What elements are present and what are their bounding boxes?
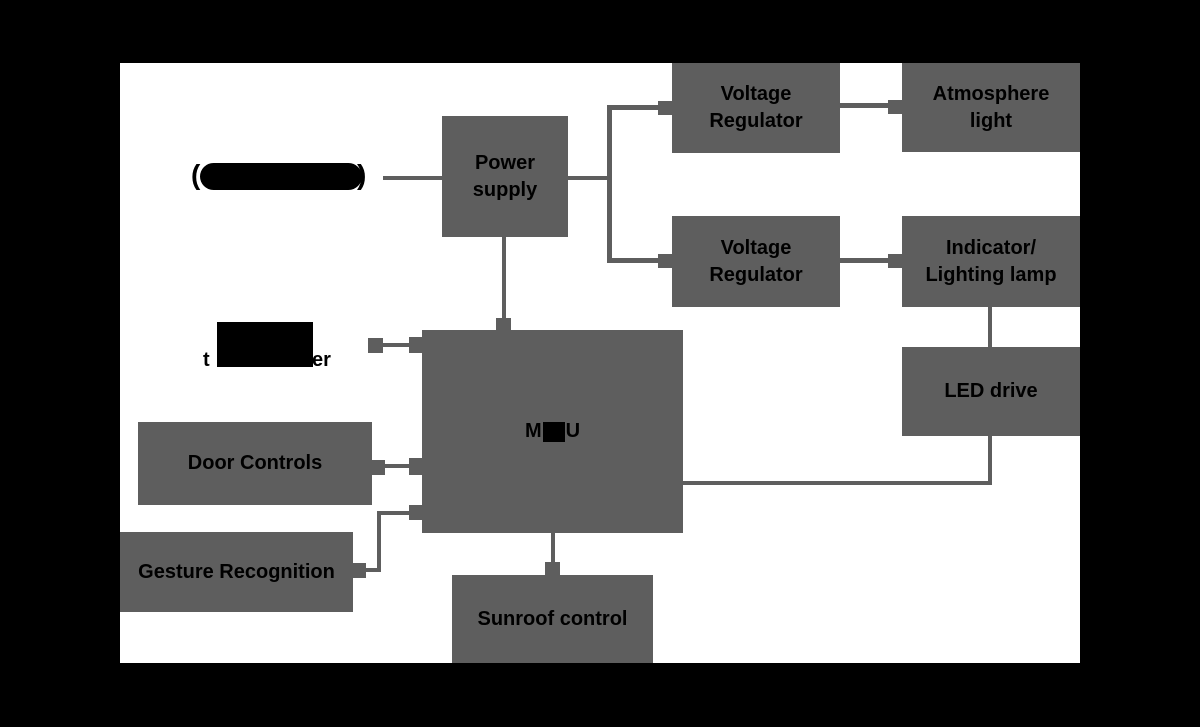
transceiver-label-redaction-bar [217, 322, 313, 367]
connector-mcu-gesture-horizontal-bottom [366, 568, 381, 572]
connector-power-supply-branch-stem [568, 176, 612, 180]
connector-power-supply-to-mcu [502, 237, 506, 318]
transceiver-terminal-square [368, 338, 383, 353]
power-source-label-open-paren: ( [191, 159, 201, 190]
connector-mcu-gesture-horizontal-top [381, 511, 409, 515]
connector-power-supply-branch-vertical [607, 105, 612, 263]
node-power-supply: Power supply [442, 116, 568, 237]
arrowhead-mcu-top [496, 318, 511, 330]
arrowhead-mcu-gesture [409, 505, 422, 520]
node-door-controls: Door Controls [138, 422, 372, 505]
node-atmosphere-light: Atmosphere light [902, 63, 1080, 152]
arrowhead-mcu-transceiver [409, 337, 422, 353]
connector-branch-to-voltage-regulator-bottom [612, 258, 658, 263]
connector-mcu-to-sunroof [551, 533, 555, 562]
connector-mcu-to-led-drive-horizontal [683, 481, 992, 485]
connector-power-source-to-power-supply [383, 176, 442, 180]
arrowhead-sunroof-control [545, 562, 560, 575]
arrowhead-voltage-regulator-top [658, 101, 672, 115]
node-indicator-lighting-lamp: Indicator/ Lighting lamp [902, 216, 1080, 307]
arrowhead-mcu-door-controls [409, 458, 422, 475]
connector-mcu-to-led-drive-vertical [988, 436, 992, 485]
connector-door-controls-to-mcu [385, 464, 409, 468]
node-voltage-regulator-bottom: Voltage Regulator [672, 216, 840, 307]
arrowhead-gesture-recognition [353, 563, 366, 578]
node-led-drive: LED drive [902, 347, 1080, 436]
node-voltage-regulator-top: Voltage Regulator [672, 63, 840, 153]
connector-regulator-top-to-atmosphere-light [840, 103, 888, 108]
power-source-label-redaction-bar [200, 163, 362, 190]
mcu-redaction-bar [542, 421, 565, 442]
node-gesture-recognition: Gesture Recognition [120, 532, 353, 612]
transceiver-label-suffix: er [312, 349, 331, 371]
connector-branch-to-voltage-regulator-top [612, 105, 658, 110]
power-source-label-close-paren: ) [357, 159, 367, 190]
arrowhead-voltage-regulator-bottom [658, 254, 672, 268]
node-sunroof-control: Sunroof control [452, 575, 653, 663]
arrowhead-lighting-lamp [888, 254, 902, 268]
transceiver-label-prefix: t [203, 349, 210, 371]
arrowhead-atmosphere-light [888, 100, 902, 114]
connector-mcu-gesture-vertical [377, 511, 381, 572]
mcu-label-prefix: M [524, 420, 542, 442]
mcu-label-suffix: U [565, 420, 581, 442]
arrowhead-door-controls [372, 460, 385, 475]
connector-lighting-lamp-to-led-drive [988, 307, 992, 347]
connector-regulator-bottom-to-lighting-lamp [840, 258, 888, 263]
connector-transceiver-to-mcu [383, 343, 409, 347]
